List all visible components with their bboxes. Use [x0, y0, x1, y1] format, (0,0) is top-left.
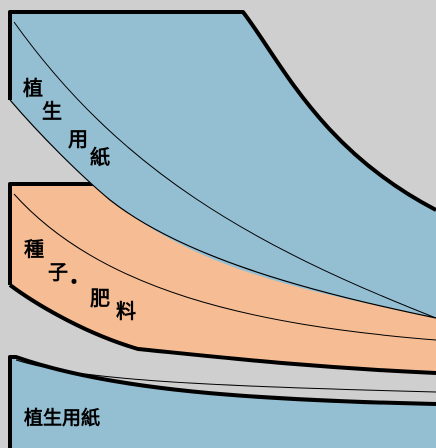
bottom-paper-top-edge [8, 355, 436, 448]
bottom-paper-inner-line [15, 359, 436, 393]
top-paper-inner-line [13, 21, 436, 319]
top-paper-label-char-2: 生 [42, 99, 62, 123]
top-paper-outer-edge [8, 10, 436, 212]
bottom-paper-layer [10, 357, 436, 448]
seed-label-char-3: ・ [64, 270, 84, 294]
top-paper-layer [10, 12, 436, 318]
bottom-paper-label: 植生用紙 [24, 406, 100, 429]
seed-fertilizer-inner-line [13, 193, 436, 341]
seed-label-char-1: 種 [24, 237, 44, 261]
top-paper-label-char-3: 用 [68, 127, 88, 151]
seed-label-char-4: 肥 [90, 286, 110, 310]
seed-label-char-2: 子 [48, 260, 68, 284]
seed-fertilizer-outline [8, 182, 100, 285]
top-paper-label-char-1: 植 [23, 76, 43, 100]
seed-label-char-5: 料 [116, 299, 136, 323]
top-paper-bottom-edge [9, 99, 436, 319]
seed-fertilizer-layer [10, 184, 436, 373]
top-paper-label-char-4: 紙 [90, 145, 110, 169]
seed-fertilizer-bottom-edge [8, 283, 436, 375]
